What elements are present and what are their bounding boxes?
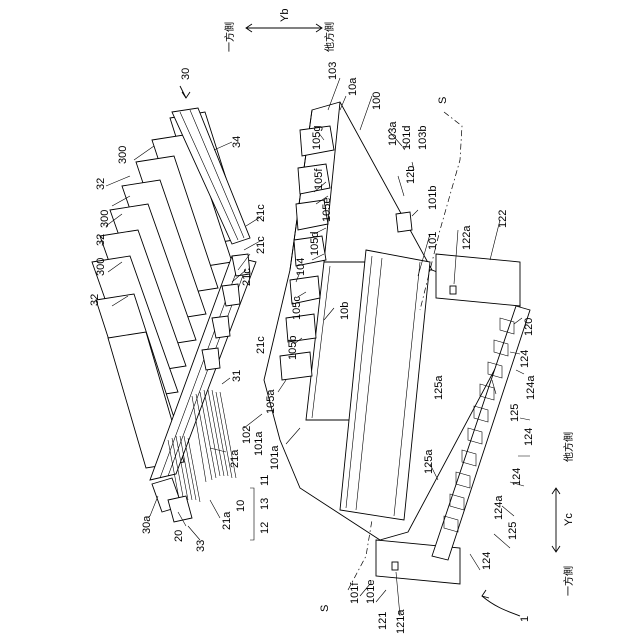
housing-10 [264,102,520,584]
yb-other-side-label: 他方側 [323,22,336,52]
label-21a: 21a [229,449,241,468]
direction-indicator-yc: 他方側 Yc 一方側 [552,432,575,596]
label-21a: 21a [221,511,233,530]
label-32: 32 [95,178,107,190]
label-1: 1 [519,616,531,622]
reference-1-arrow [482,596,520,616]
label-105c: 105c [291,296,303,320]
label-30: 30 [180,68,192,80]
label-122: 122 [497,210,509,228]
label-101e: 101e [365,580,377,604]
label-121: 121 [377,612,389,630]
label-101b: 101b [427,186,439,210]
label-124: 124 [511,468,523,486]
label-122a: 122a [461,225,473,250]
label-101f: 101f [349,582,361,604]
yb-one-side-label: 一方側 [223,22,236,52]
label-32: 32 [89,294,101,306]
yb-axis-label: Yb [279,9,291,22]
label-125: 125 [507,522,519,540]
label-21c: 21c [241,268,253,286]
label-33: 33 [195,540,207,552]
label-103b: 103b [417,126,429,150]
label-103: 103 [327,62,339,80]
yc-other-side-label: 他方側 [562,432,575,462]
yc-axis-label: Yc [563,513,575,526]
label-124: 124 [523,428,535,446]
flange-122 [436,254,520,306]
yc-one-side-label: 一方側 [562,566,575,596]
label-12: 12 [259,522,271,534]
label-30a: 30a [141,515,153,534]
label-21c: 21c [255,204,267,222]
label-10: 10 [235,500,247,512]
label-S: S [437,97,449,104]
label-105g: 105g [311,126,323,150]
label-100: 100 [371,92,383,110]
label-125a: 125a [423,449,435,474]
label-32: 32 [95,234,107,246]
label-101d: 101d [401,126,413,150]
label-105d: 105d [309,232,321,256]
bracket-10-group [250,488,254,540]
label-20: 20 [173,530,185,542]
label-105f: 105f [313,168,325,190]
label-21c: 21c [255,336,267,354]
label-300: 300 [95,258,107,276]
label-105b: 105b [287,336,299,360]
hole-122a [450,286,456,294]
label-103a: 103a [387,121,399,146]
label-101a: 101a [253,431,265,456]
label-124: 124 [481,552,493,570]
label-101: 101 [427,232,439,250]
hole-121a [392,562,398,570]
label-124a: 124a [525,375,537,400]
label-102: 102 [241,426,253,444]
label-13: 13 [259,498,271,510]
label-105e: 105e [321,198,333,222]
label-101a: 101a [269,445,281,470]
label-S: S [319,605,331,612]
label-124a: 124a [493,495,505,520]
label-125a: 125a [433,375,445,400]
notch-103a [396,212,412,232]
label-105a: 105a [265,389,277,414]
label-11: 11 [259,475,271,486]
label-120: 120 [523,318,535,336]
label-12b: 12b [405,166,417,184]
label-300: 300 [117,146,129,164]
direction-indicator-yb: 一方側 Yb 他方側 [223,9,336,52]
label-125: 125 [509,404,521,422]
label-104: 104 [295,258,307,276]
label-21c: 21c [255,236,267,254]
label-34: 34 [231,136,243,148]
label-124: 124 [519,350,531,368]
label-300: 300 [99,210,111,228]
bracket-20 [168,496,192,522]
label-31: 31 [231,370,243,382]
label-10b: 10b [339,302,351,320]
label-10a: 10a [347,77,359,96]
label-121a: 121a [395,609,407,634]
